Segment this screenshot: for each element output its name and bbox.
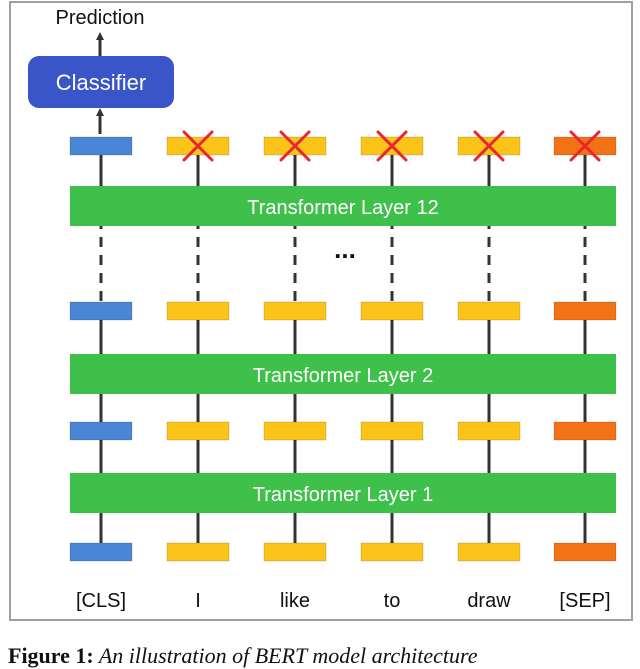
word-token-embedding [263,421,327,441]
prediction-label: Prediction [56,7,145,29]
word-token-embedding [360,301,424,321]
classifier-box [28,56,174,108]
diagram-frame [9,1,633,621]
transformer-layers: Transformer Layer 12 Transformer Layer 2 T… [70,186,616,513]
word-token-embedding [457,421,521,441]
discard-cross-icon [569,130,601,162]
word-token-embedding [166,421,230,441]
discard-cross-icon [279,130,311,162]
cls-token-embedding [69,301,133,321]
discard-cross-icon [376,130,408,162]
transformer-layer-label: Transformer Layer 2 [253,365,433,387]
cls-token-embedding [69,542,133,562]
caption-prefix: Figure 1: [8,643,94,668]
sep-token-embedding [553,421,617,441]
sep-token-embedding [553,542,617,562]
caption-text: An illustration of BERT model architectu… [93,643,478,668]
token-embeddings [69,136,617,562]
discard-cross-icon [473,130,505,162]
transformer-layer-label: Transformer Layer 1 [253,484,433,506]
cls-token-embedding [69,136,133,156]
token-label: draw [467,590,511,612]
transformer-layer [70,354,616,394]
sep-token-embedding [553,301,617,321]
word-token-embedding [457,542,521,562]
token-label: [SEP] [559,590,610,612]
word-token-embedding [360,421,424,441]
token-label: [CLS] [76,590,126,612]
token-label: to [384,590,401,612]
classifier-group: Classifier Prediction [28,7,174,134]
layer-ellipsis: ... [334,234,356,264]
token-label: I [195,590,201,612]
discard-cross-icon [182,130,214,162]
word-token-embedding [166,542,230,562]
word-token-embedding [166,301,230,321]
word-token-embedding [360,542,424,562]
transformer-layer [70,186,616,226]
transformer-layer [70,473,616,513]
word-token-embedding [457,301,521,321]
cls-token-embedding [69,421,133,441]
transformer-layer-label: Transformer Layer 12 [247,197,439,219]
classifier-label: Classifier [56,70,146,95]
token-label: like [280,590,310,612]
figure-caption: Figure 1: An illustration of BERT model … [8,643,478,669]
discarded-token-marks [182,130,601,162]
word-token-embedding [263,542,327,562]
word-token-embedding [263,301,327,321]
